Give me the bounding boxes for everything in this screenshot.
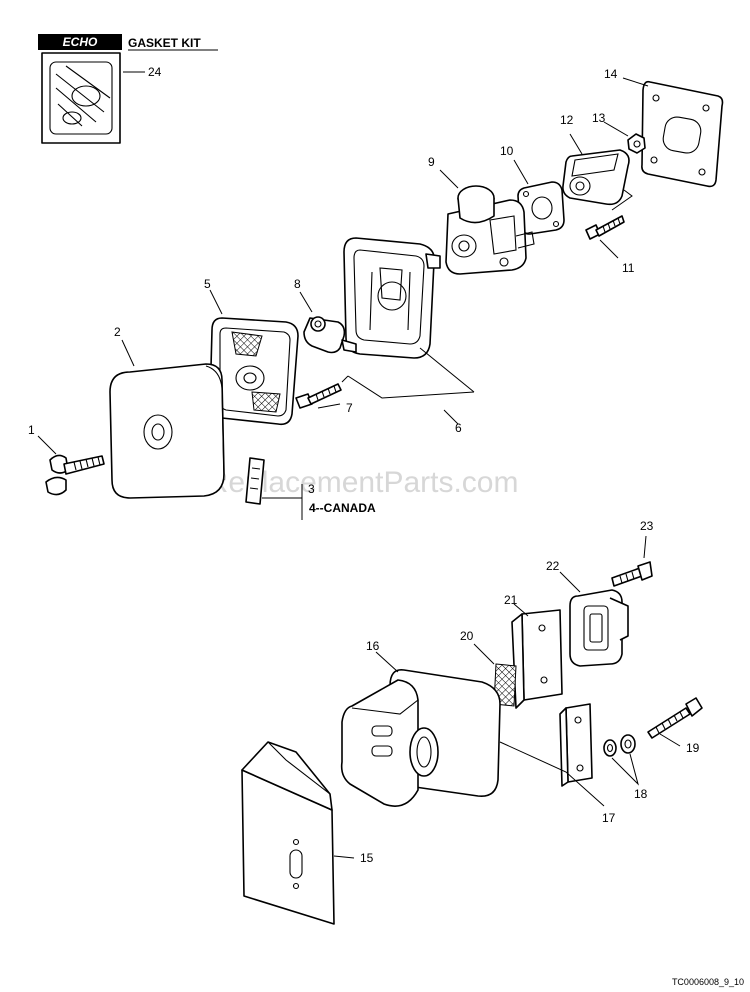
callout-7: 7 xyxy=(346,401,353,415)
callout-1: 1 xyxy=(28,423,35,437)
callout-24: 24 xyxy=(148,65,162,79)
callout-6: 6 xyxy=(455,421,462,435)
diagram-code: TC0006008_9_10 xyxy=(672,977,744,987)
callout-8: 8 xyxy=(294,277,301,291)
callout-17: 17 xyxy=(602,811,616,825)
gasket-kit[interactable]: ECHO GASKET KIT 24 xyxy=(38,34,218,144)
part-9-carburetor[interactable]: 9 xyxy=(428,155,535,275)
part-1-wing-bolt[interactable]: 1 xyxy=(28,423,105,496)
callout-22: 22 xyxy=(546,559,560,573)
part-3-4-label[interactable]: 3 4--CANADA xyxy=(245,457,376,520)
echo-logo: ECHO xyxy=(63,35,98,49)
part-14-gasket[interactable]: 14 xyxy=(604,67,724,188)
part-12-insulator[interactable]: 12 xyxy=(560,113,630,206)
callout-19: 19 xyxy=(686,741,700,755)
callout-16: 16 xyxy=(366,639,380,653)
callout-20: 20 xyxy=(460,629,474,643)
part-22-gasket[interactable]: 22 xyxy=(546,559,629,667)
part-21-bracket[interactable]: 21 xyxy=(504,593,563,709)
part-16-muffler[interactable]: 16 xyxy=(340,639,501,807)
watermark: eReplacementParts.com xyxy=(190,466,518,499)
part-17-plate[interactable]: 17 xyxy=(499,703,616,825)
callout-9: 9 xyxy=(428,155,435,169)
canada-label: 4--CANADA xyxy=(309,501,376,515)
part-6-filter-case[interactable]: 6 xyxy=(343,237,475,435)
callout-23: 23 xyxy=(640,519,654,533)
gasket-kit-package xyxy=(41,52,121,144)
part-19-bolt[interactable]: 19 xyxy=(647,697,703,755)
part-7-bolt[interactable]: 7 xyxy=(295,375,353,415)
callout-13: 13 xyxy=(592,111,606,125)
callout-18: 18 xyxy=(634,787,648,801)
callout-15: 15 xyxy=(360,851,374,865)
callout-12: 12 xyxy=(560,113,574,127)
part-18-washers[interactable]: 18 xyxy=(603,734,648,801)
callout-21: 21 xyxy=(504,593,518,607)
callout-11: 11 xyxy=(622,261,635,275)
echo-logo-bg xyxy=(38,34,122,50)
callout-10: 10 xyxy=(500,144,514,158)
callout-14: 14 xyxy=(604,67,618,81)
part-15-shield[interactable]: 15 xyxy=(241,741,374,925)
part-23-bolt[interactable]: 23 xyxy=(611,519,654,587)
part-5-air-filter[interactable]: 5 xyxy=(204,277,299,426)
part-8-choke[interactable]: 8 xyxy=(294,277,357,354)
part-13-nut[interactable]: 13 xyxy=(592,111,646,154)
part-2-cover[interactable]: 2 xyxy=(109,325,225,499)
callout-2: 2 xyxy=(114,325,121,339)
callout-3: 3 xyxy=(308,482,315,496)
gasket-kit-title: GASKET KIT xyxy=(128,36,201,50)
callout-5: 5 xyxy=(204,277,211,291)
part-11-screw[interactable]: 11 xyxy=(585,189,635,275)
part-10-gasket[interactable]: 10 xyxy=(500,144,565,235)
